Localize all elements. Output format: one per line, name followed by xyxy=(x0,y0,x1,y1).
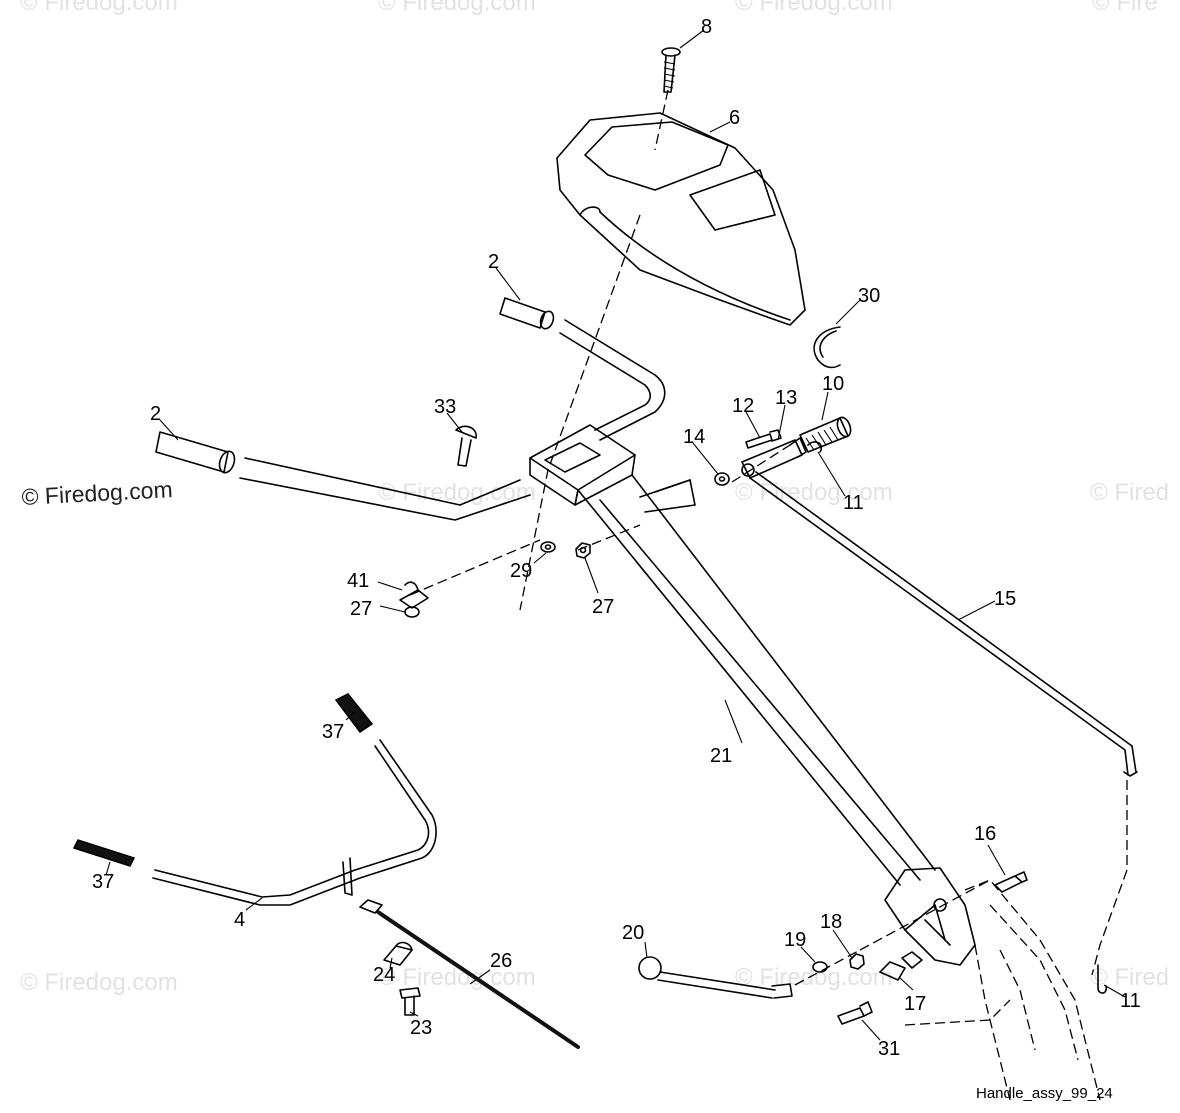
washer-part-29 xyxy=(540,541,556,553)
callout-6: 6 xyxy=(729,107,740,129)
handle-tube-part-21 xyxy=(577,474,936,886)
callout-12: 12 xyxy=(732,395,754,417)
clamp-part-41 xyxy=(399,581,429,609)
handlebar xyxy=(239,319,666,521)
watermark-top-right: © Firedog.com xyxy=(735,0,893,16)
pin-part-11-lower xyxy=(1097,964,1108,994)
callout-labels: 8 6 2 30 2 33 10 12 13 14 11 41 29 27 27… xyxy=(92,16,1141,1060)
console-cover-part-6 xyxy=(556,112,806,326)
bolt-part-16 xyxy=(994,871,1028,893)
screw-part-8 xyxy=(661,47,681,93)
callout-29: 29 xyxy=(510,560,532,582)
callout-31: 31 xyxy=(878,1038,900,1060)
callout-19: 19 xyxy=(784,929,806,951)
bolt-part-23 xyxy=(399,987,421,1016)
callout-27-left: 27 xyxy=(350,598,372,620)
callout-17: 17 xyxy=(904,993,926,1015)
bolt-part-12 xyxy=(745,429,782,449)
washer-part-19 xyxy=(812,961,828,973)
watermark-top-center: © Firedog.com xyxy=(378,0,536,16)
watermark-bottom-edge: © Fired xyxy=(1090,964,1169,991)
callout-37-upper: 37 xyxy=(322,721,344,743)
callout-13: 13 xyxy=(775,387,797,409)
assembly-guide-lines xyxy=(409,89,1128,986)
callout-26: 26 xyxy=(490,950,512,972)
callout-41: 41 xyxy=(347,570,369,592)
cable-part-26 xyxy=(359,899,580,1049)
clip-part-24 xyxy=(383,941,413,966)
watermark-bottom-left: © Firedog.com xyxy=(20,969,178,996)
callout-11-lower: 11 xyxy=(1120,990,1141,1012)
diagram-caption: Handle_assy_99_24 xyxy=(976,1085,1113,1102)
callout-10: 10 xyxy=(822,373,844,395)
callout-4: 4 xyxy=(234,909,245,931)
watermark-primary: © Firedog.com xyxy=(21,476,173,510)
callout-8: 8 xyxy=(701,16,712,38)
watermarks: © Firedog.com © Firedog.com © Firedog.co… xyxy=(20,0,1169,996)
grip-part-2-left xyxy=(155,431,236,474)
callout-23: 23 xyxy=(410,1017,432,1039)
watermark-top-left: © Firedog.com xyxy=(20,0,178,16)
callout-30: 30 xyxy=(858,285,880,307)
callout-2-left: 2 xyxy=(150,403,161,425)
nut-part-27-right xyxy=(575,542,591,559)
callout-24: 24 xyxy=(373,964,395,986)
block-part-17 xyxy=(879,951,923,981)
shift-lever-part-20 xyxy=(638,956,793,999)
watermark-bottom-center: © Firedog.com xyxy=(378,964,536,991)
watermark-top-edge: © Fire xyxy=(1092,0,1158,16)
callout-21: 21 xyxy=(710,745,732,767)
spacer-part-14 xyxy=(714,472,730,486)
bolt-part-31 xyxy=(837,1001,873,1025)
bolt-part-33 xyxy=(455,425,477,467)
callout-20: 20 xyxy=(622,922,644,944)
clip-part-30 xyxy=(813,326,841,369)
tiller-frame-outline xyxy=(904,879,1101,1101)
handle-bracket xyxy=(529,424,696,513)
nut-part-18 xyxy=(849,953,865,970)
control-rod-part-15 xyxy=(749,471,1138,777)
callout-18: 18 xyxy=(820,911,842,933)
watermark-mid-edge: © Fired xyxy=(1090,479,1169,506)
pin-part-11-upper xyxy=(807,441,823,453)
grip-part-37-left xyxy=(72,839,136,867)
callout-33: 33 xyxy=(434,396,456,418)
leader-lines xyxy=(105,29,1126,1041)
callout-16: 16 xyxy=(974,823,996,845)
callout-14: 14 xyxy=(683,426,705,448)
callout-27-right: 27 xyxy=(592,596,614,618)
grip-part-2-upper xyxy=(499,297,555,330)
callout-11-upper: 11 xyxy=(843,492,864,514)
grip-part-10 xyxy=(799,416,852,453)
lever-part-13 xyxy=(741,437,807,479)
watermark-mid-right: © Firedog.com xyxy=(735,479,893,506)
callout-2-upper: 2 xyxy=(488,251,499,273)
callout-37-left: 37 xyxy=(92,871,114,893)
bail-part-4 xyxy=(152,739,437,906)
callout-15: 15 xyxy=(994,588,1016,610)
